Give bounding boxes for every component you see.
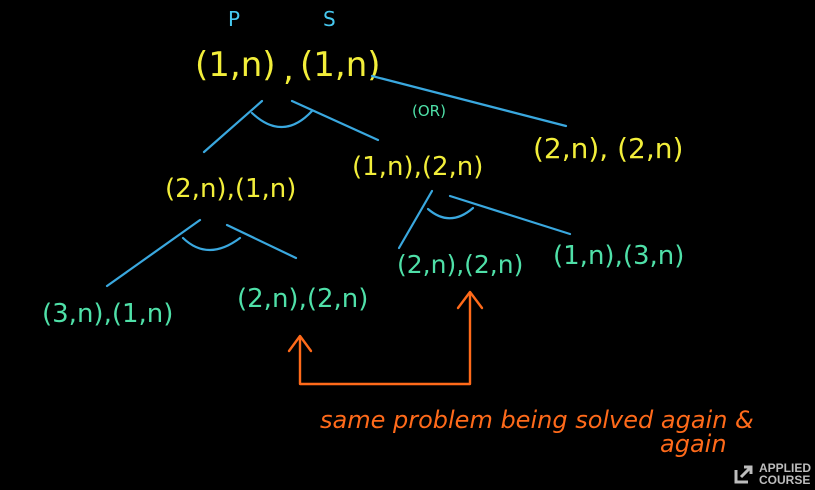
level2-node-b: (2,n),(2,n) [237,284,368,314]
arrow-head-left [287,334,313,353]
and-arc-middle [426,206,475,220]
edge-root-to-right [370,74,568,128]
edge-left-to-a [105,218,202,288]
level2-node-a: (3,n),(1,n) [42,299,173,329]
level1-right-node: (2,n), (2,n) [533,132,683,165]
and-arc-left [181,236,242,251]
applied-course-logo: APPLIED COURSE [734,462,811,486]
annotation-line-1: same problem being solved again & [320,406,754,434]
edge-middle-to-c [397,189,434,250]
annotation-line-2: again [660,430,727,458]
root-comma: , [283,49,294,89]
level2-node-d: (1,n),(3,n) [553,241,684,271]
level1-left-node: (2,n),(1,n) [165,174,296,204]
or-label: (OR) [412,102,446,120]
edge-root-to-left [202,99,264,154]
logo-word-applied: APPLIED [758,461,811,475]
level2-node-c: (2,n),(2,n) [397,250,523,279]
s-label: S [323,7,336,31]
repeat-bracket [298,291,472,386]
level1-middle-node: (1,n),(2,n) [352,152,483,182]
logo-word-course: COURSE [758,473,811,487]
applied-course-logo-icon [734,465,753,484]
root-right-tuple: (1,n) [300,45,381,85]
arrow-head-right [456,290,484,310]
edge-root-to-middle [290,99,380,142]
edge-middle-to-d [448,194,572,236]
logo-wordmark: APPLIED COURSE [759,462,811,486]
p-label: P [228,7,240,31]
edge-left-to-b [225,223,298,260]
and-arc-root [250,109,314,129]
root-left-tuple: (1,n) [195,45,276,85]
